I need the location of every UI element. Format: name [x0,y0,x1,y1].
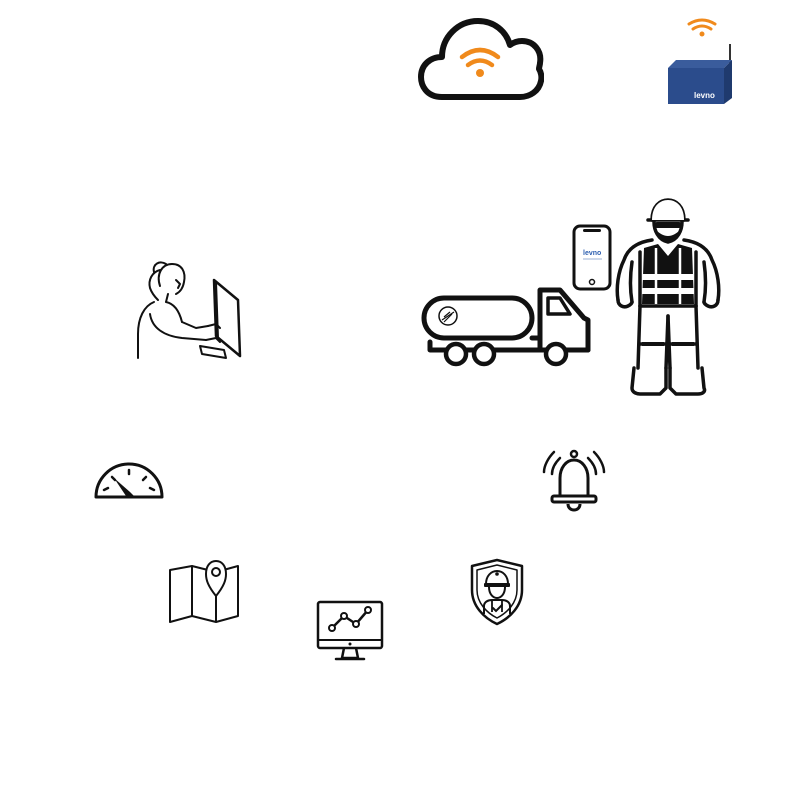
alarm-bell-icon [542,449,606,512]
safety-worker-icon [615,198,721,396]
iot-gateway-device-icon: levno [668,18,732,104]
speedometer-icon [94,462,164,499]
woman-at-computer-icon [137,261,242,359]
smartphone-icon: levno [572,224,612,291]
cloud-wifi-icon [418,18,544,100]
gateway-brand-label: levno [694,91,715,100]
analytics-monitor-icon [316,600,384,661]
map-location-pin-icon [169,559,239,623]
phone-brand-label: levno [583,250,601,257]
tanker-truck-icon [421,287,591,367]
worker-safety-shield-icon [470,558,524,626]
